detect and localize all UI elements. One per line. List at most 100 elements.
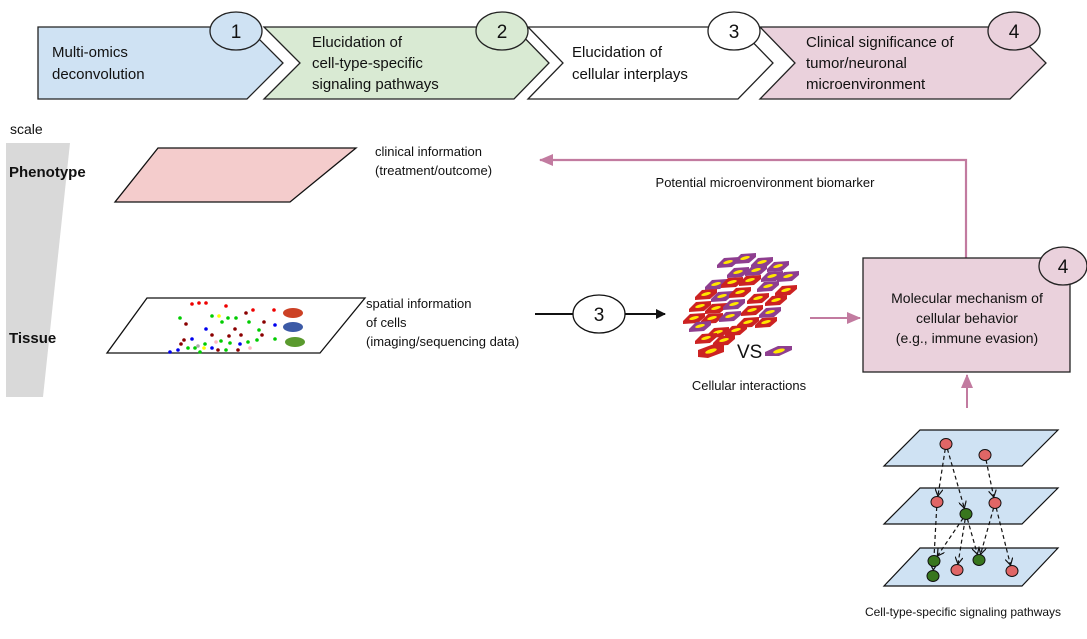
tissue-cell-dot bbox=[210, 346, 214, 350]
step-2-badge bbox=[475, 11, 529, 51]
mechanism-line-2: cellular behavior bbox=[916, 310, 1018, 326]
purple-cell bbox=[751, 257, 773, 268]
step-2-chevron: Elucidation of cell-type-specific signal… bbox=[262, 11, 550, 100]
step-3-badge bbox=[707, 11, 761, 51]
spatial-info-line-1: spatial information bbox=[366, 296, 472, 311]
pathway-edge bbox=[938, 448, 946, 496]
tissue-cell-dot bbox=[190, 337, 194, 341]
tissue-cell-dot bbox=[203, 342, 207, 346]
purple-cell bbox=[711, 291, 733, 302]
purple-cell-icon bbox=[765, 346, 792, 356]
mechanism-box: Molecular mechanism of cellular behavior… bbox=[862, 246, 1087, 373]
pathway-edge bbox=[946, 448, 964, 508]
pathway-node-red bbox=[939, 438, 953, 450]
pathway-node-red bbox=[978, 449, 992, 461]
tissue-cell-dot bbox=[193, 346, 197, 350]
step-4-chevron: Clinical significance of tumor/neuronal … bbox=[758, 11, 1047, 100]
tissue-cell-dot bbox=[257, 328, 261, 332]
tissue-cell-dot bbox=[244, 311, 248, 315]
step-4-label-line-2: tumor/neuronal bbox=[806, 55, 907, 72]
green-cell-cluster bbox=[285, 337, 305, 347]
step-4-badge bbox=[987, 11, 1041, 51]
step-2-label-line-3: signaling pathways bbox=[312, 76, 439, 93]
red-cell bbox=[737, 317, 759, 328]
pathway-node-green bbox=[927, 555, 941, 567]
pathway-edge bbox=[985, 459, 994, 497]
tissue-cell-dot bbox=[220, 320, 224, 324]
pathway-node-green bbox=[926, 570, 940, 582]
biomarker-feedback-arrow bbox=[539, 154, 968, 258]
tissue-cell-dot bbox=[168, 350, 172, 354]
tissue-cell-dot bbox=[190, 302, 194, 306]
spatial-info-line-2: of cells bbox=[366, 315, 407, 330]
tissue-cell-dot bbox=[196, 344, 200, 348]
clinical-info-line-2: (treatment/outcome) bbox=[375, 163, 492, 178]
tissue-cell-dot bbox=[255, 338, 259, 342]
scale-label: scale bbox=[10, 121, 43, 137]
pathway-layer-3 bbox=[882, 547, 1060, 587]
tissue-cell-dot bbox=[233, 327, 237, 331]
purple-cell bbox=[745, 265, 767, 276]
cell-interaction-cluster bbox=[683, 253, 799, 346]
red-cell-icon bbox=[698, 344, 724, 358]
tissue-cell-dot bbox=[247, 320, 251, 324]
red-cell bbox=[755, 317, 777, 328]
red-cell bbox=[705, 303, 727, 314]
purple-cell bbox=[767, 261, 789, 272]
red-cell bbox=[695, 333, 717, 344]
purple-cell bbox=[727, 267, 749, 278]
red-cell bbox=[741, 305, 763, 316]
tissue-cell-dot bbox=[224, 304, 228, 308]
tissue-cell-dot bbox=[197, 301, 201, 305]
tissue-cell-dot bbox=[239, 333, 243, 337]
step-3-chevron: Elucidation of cellular interplays 3 bbox=[526, 11, 774, 100]
vs-label: VS bbox=[737, 342, 762, 363]
red-cell bbox=[747, 293, 769, 304]
purple-cell bbox=[734, 253, 756, 264]
clinical-info-line-1: clinical information bbox=[375, 144, 482, 159]
signaling-pathway-layers bbox=[882, 429, 1060, 587]
pathway-edge bbox=[937, 517, 964, 556]
step-1-label-line-1: Multi-omics bbox=[52, 44, 128, 61]
red-cell bbox=[701, 313, 723, 324]
pathway-node-red bbox=[930, 496, 944, 508]
red-cell bbox=[775, 285, 797, 296]
tissue-cell-dot bbox=[234, 316, 238, 320]
pathway-node-green bbox=[959, 508, 973, 520]
tissue-cell-dot bbox=[216, 348, 220, 352]
tissue-cell-dot bbox=[251, 308, 255, 312]
tissue-cell-dot bbox=[246, 340, 250, 344]
purple-cell bbox=[723, 299, 745, 310]
pathway-edge bbox=[981, 507, 995, 554]
tissue-cell-dot bbox=[224, 348, 228, 352]
tissue-cell-dot bbox=[210, 314, 214, 318]
tissue-cell-dot bbox=[228, 341, 232, 345]
pathways-label: Cell-type-specific signaling pathways bbox=[865, 605, 1061, 619]
scale-bar bbox=[6, 143, 70, 397]
tissue-cell-dot bbox=[272, 308, 276, 312]
step-1-label-line-2: deconvolution bbox=[52, 66, 145, 83]
red-cell bbox=[695, 289, 717, 300]
biomarker-label: Potential microenvironment biomarker bbox=[656, 175, 876, 190]
tissue-cell-dots bbox=[168, 301, 277, 354]
step-3-flow-number: 3 bbox=[594, 305, 605, 326]
scale-level-phenotype: Phenotype bbox=[9, 164, 86, 181]
step-1-number: 1 bbox=[231, 22, 242, 43]
tissue-cell-dot bbox=[204, 301, 208, 305]
pathway-layer-1 bbox=[882, 429, 1060, 467]
purple-cell bbox=[777, 271, 799, 282]
blue-cell-cluster bbox=[283, 322, 303, 332]
tissue-cell-dot bbox=[184, 322, 188, 326]
mechanism-badge-number: 4 bbox=[1058, 257, 1069, 278]
spatial-info-line-3: (imaging/sequencing data) bbox=[366, 334, 519, 349]
pathway-edge bbox=[958, 518, 966, 564]
tissue-cell-dot bbox=[226, 316, 230, 320]
purple-cell bbox=[689, 321, 711, 332]
tissue-cell-dot bbox=[238, 342, 242, 346]
tissue-cell-dot bbox=[273, 323, 277, 327]
red-cell bbox=[739, 275, 761, 286]
tissue-cell-dot bbox=[202, 346, 206, 350]
tissue-cell-dot bbox=[262, 320, 266, 324]
step-4-label-line-3: microenvironment bbox=[806, 76, 926, 93]
